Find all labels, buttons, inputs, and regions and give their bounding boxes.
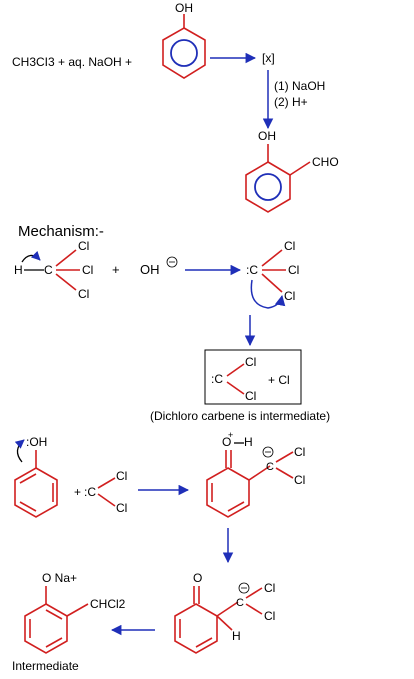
carbene-box: [204, 349, 302, 405]
plus-1: +: [112, 262, 120, 277]
step2-label: (2) H+: [274, 95, 308, 109]
cl-bottom: Cl: [78, 287, 89, 301]
chloroform-c: C: [44, 263, 53, 277]
phenol-ring-top: [162, 14, 206, 79]
final-charge-icon: [238, 582, 250, 594]
carbanion-cl-mid: Cl: [288, 263, 299, 277]
oh-top-label: OH: [175, 1, 193, 15]
chloride-label: + Cl: [268, 373, 290, 387]
curved-arrow-h: [21, 250, 41, 263]
phenoxide-ring: [24, 586, 89, 654]
adduct-cl-top: Cl: [294, 445, 305, 459]
cl-right: Cl: [82, 263, 93, 277]
ketone-o: O: [193, 571, 202, 585]
cyclohexadienone-ring-1: [206, 450, 271, 518]
carbene-cl-bot: Cl: [245, 389, 256, 403]
carbene-c: :C: [211, 372, 223, 386]
carbanion-cl-bot: Cl: [284, 289, 295, 303]
plus-2: +: [74, 485, 81, 499]
carbene-cl-top: Cl: [245, 355, 256, 369]
final-c: C: [236, 597, 244, 609]
oh-product-label: OH: [258, 129, 276, 143]
phenol-ring-attack: [14, 450, 58, 518]
hydroxide-label: OH: [140, 262, 160, 277]
ring-h-label: H: [232, 629, 241, 643]
oxonium-o: O: [222, 435, 231, 449]
final-cl-top: Cl: [264, 581, 275, 595]
step1-label: (1) NaOH: [274, 79, 325, 93]
cho-label: CHO: [312, 155, 339, 169]
chcl2-label: CHCl2: [90, 597, 126, 611]
attack-carbene-c: :C: [84, 485, 96, 499]
negative-charge-icon: [166, 256, 178, 268]
attack-cl-top: Cl: [116, 469, 127, 483]
carbanion-c: :C: [246, 263, 258, 277]
mechanism-heading: Mechanism:-: [18, 223, 104, 240]
curved-arrow-oh: [14, 439, 25, 463]
phenol-oh-label: :OH: [26, 435, 47, 449]
carbanion-charge-icon: [262, 446, 274, 458]
salicylaldehyde-ring: [245, 144, 311, 213]
h-label: H: [14, 263, 23, 277]
intermediate-label: Intermediate: [12, 659, 79, 673]
carbene-note: (Dichloro carbene is intermediate): [150, 409, 330, 423]
svg-text:+: +: [228, 430, 233, 440]
oxonium-h: H: [244, 435, 253, 449]
carbanion-cl-top: Cl: [284, 239, 295, 253]
final-cl-bot: Cl: [264, 609, 275, 623]
curved-arrow-cl: [250, 279, 286, 309]
cl-top: Cl: [78, 239, 89, 253]
cyclohexadienone-ring-2: [174, 586, 239, 654]
adduct-c: C: [266, 461, 274, 473]
attack-cl-bot: Cl: [116, 501, 127, 515]
phenoxide-label: O Na+: [42, 571, 77, 585]
product-x-label: [x]: [262, 51, 275, 65]
reagent-label: CH3CI3 + aq. NaOH +: [12, 55, 132, 69]
adduct-cl-bot: Cl: [294, 473, 305, 487]
